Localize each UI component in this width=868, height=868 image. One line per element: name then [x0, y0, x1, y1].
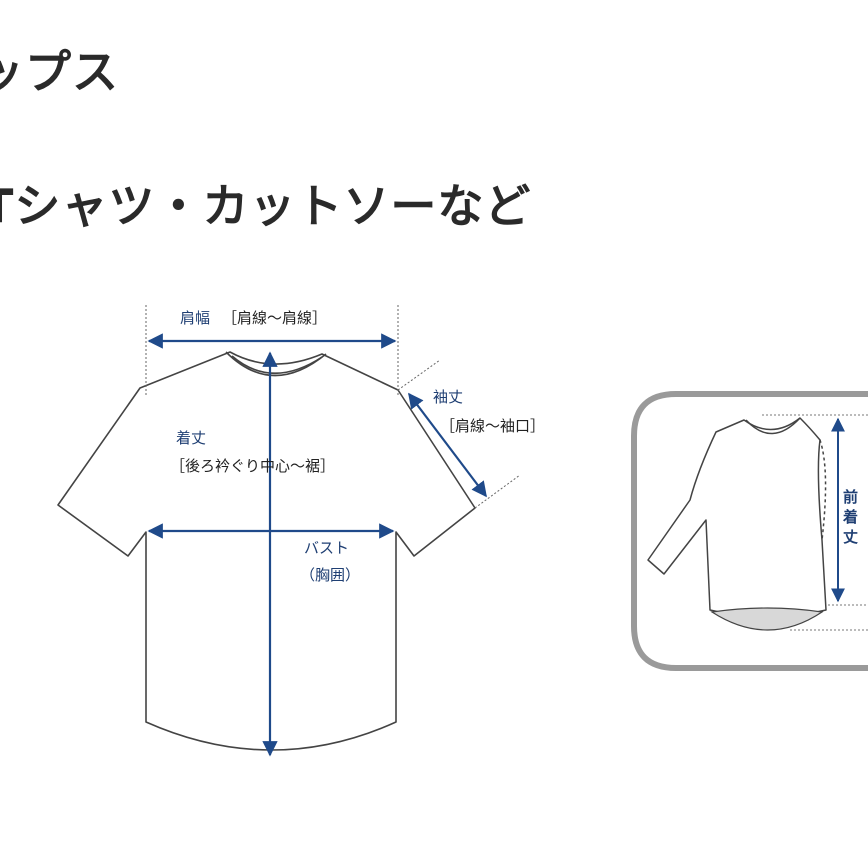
longsleeve-illustration [647, 417, 827, 618]
tshirt-body [57, 351, 476, 751]
length-label: 着丈 [176, 429, 206, 447]
bust-sub: （胸囲） [300, 566, 360, 584]
shoulder-label: 肩幅 [180, 309, 210, 327]
front-length-char-1: 前 [843, 488, 858, 506]
inset-panel: 前 着 丈 [631, 391, 868, 671]
sleeve-arrow [408, 392, 487, 498]
shoulder-range: ［肩線～肩線］ [222, 309, 327, 327]
hem-shading [710, 607, 824, 631]
tshirt-illustration [57, 351, 476, 751]
subcategory-heading: Tシャツ・カットソーなど [0, 179, 532, 233]
length-range: ［後ろ衿ぐり中心～裾］ [170, 457, 335, 475]
sleeve-range: ［肩線～袖口］ [440, 417, 545, 435]
sleeve-label: 袖丈 [433, 388, 463, 406]
front-length-char-3: 丈 [843, 528, 858, 546]
category-heading: ップス [0, 45, 119, 99]
bust-label: バスト [304, 539, 349, 557]
front-length-char-2: 着 [842, 508, 858, 526]
